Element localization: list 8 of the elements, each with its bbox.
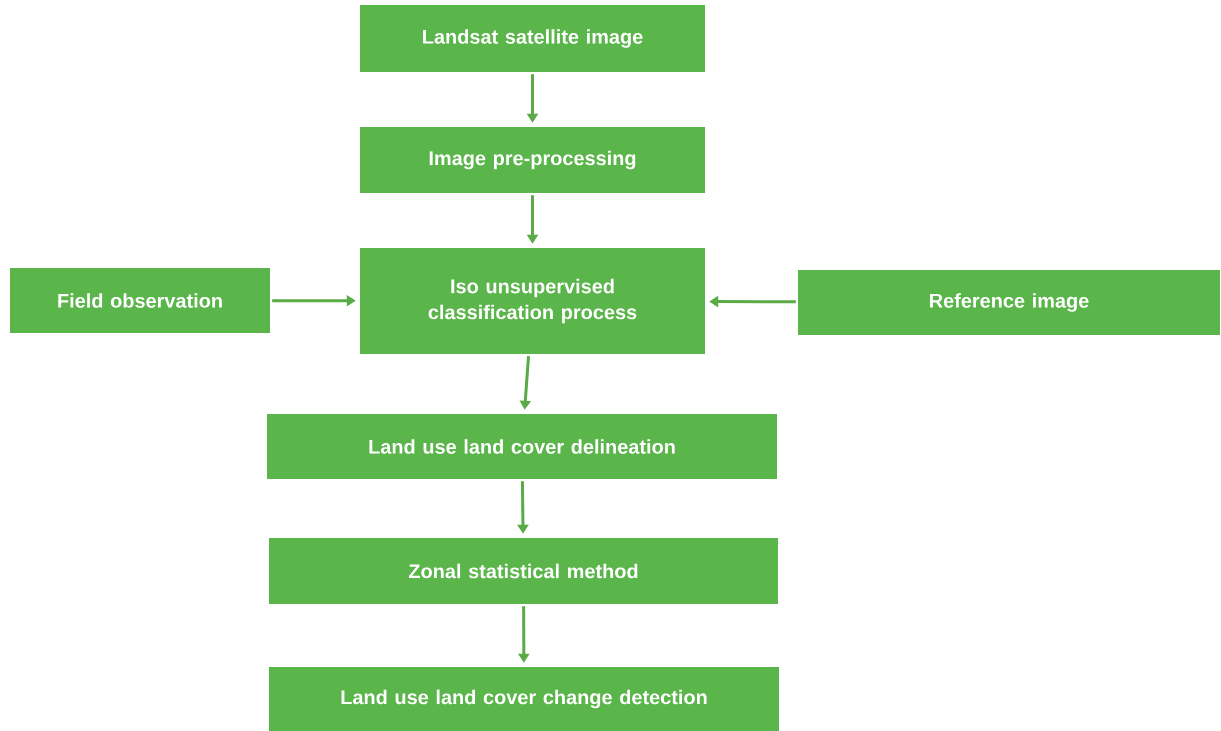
process-box: Field observation bbox=[10, 268, 270, 333]
process-box: Iso unsupervised classification process bbox=[360, 248, 705, 354]
process-box: Landsat satellite image bbox=[360, 5, 705, 72]
process-box: Land use land cover delineation bbox=[267, 414, 777, 479]
process-box: Reference image bbox=[798, 270, 1220, 335]
process-box: Land use land cover change detection bbox=[269, 667, 779, 731]
process-box: Image pre-processing bbox=[360, 127, 705, 193]
process-box: Zonal statistical method bbox=[269, 538, 778, 604]
